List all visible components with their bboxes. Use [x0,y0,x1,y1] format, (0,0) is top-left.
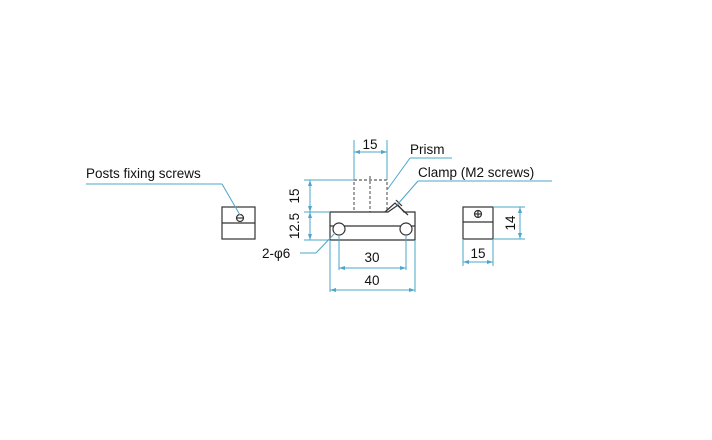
front-view: 15 15 12.5 2-φ6 30 40 Prism Clamp (M2 sc… [262,137,552,292]
holes-label: 2-φ6 [262,246,290,261]
arrow [308,206,312,212]
arrow [308,212,312,218]
base-block [329,204,416,241]
arrow [487,260,493,264]
arrow [308,180,312,186]
arrow [339,266,345,270]
posts-leader-diagonal [221,183,241,216]
dim-top-15: 15 [362,137,377,152]
prism-outline [353,179,388,213]
arrow [308,234,312,240]
posts-fixing-screws-label: Posts fixing screws [86,166,201,181]
clamp-label: Clamp (M2 screws) [418,165,534,180]
arrow [463,260,469,264]
clamp [384,202,409,216]
holes-leader-diagonal [315,232,336,254]
arrow [409,288,415,292]
arrow [330,288,336,292]
dim-side-15: 15 [470,246,485,261]
arrow [518,207,522,213]
arrow [381,150,387,154]
prism-label: Prism [410,142,445,157]
right-hole [399,222,413,236]
dim-side-14: 14 [503,215,518,231]
arrow [400,266,406,270]
prism-leader-diagonal [386,157,411,191]
right-view: 15 14 [462,206,525,266]
left-view: Posts fixing screws [86,166,256,240]
dim-height-12-5: 12.5 [287,213,302,239]
arrow [354,150,360,154]
clamp-leader-diagonal [396,180,419,206]
dim-hole-spacing-30: 30 [364,250,379,265]
dim-overall-40: 40 [364,273,379,288]
dim-height-15: 15 [287,188,302,203]
arrow [518,233,522,239]
